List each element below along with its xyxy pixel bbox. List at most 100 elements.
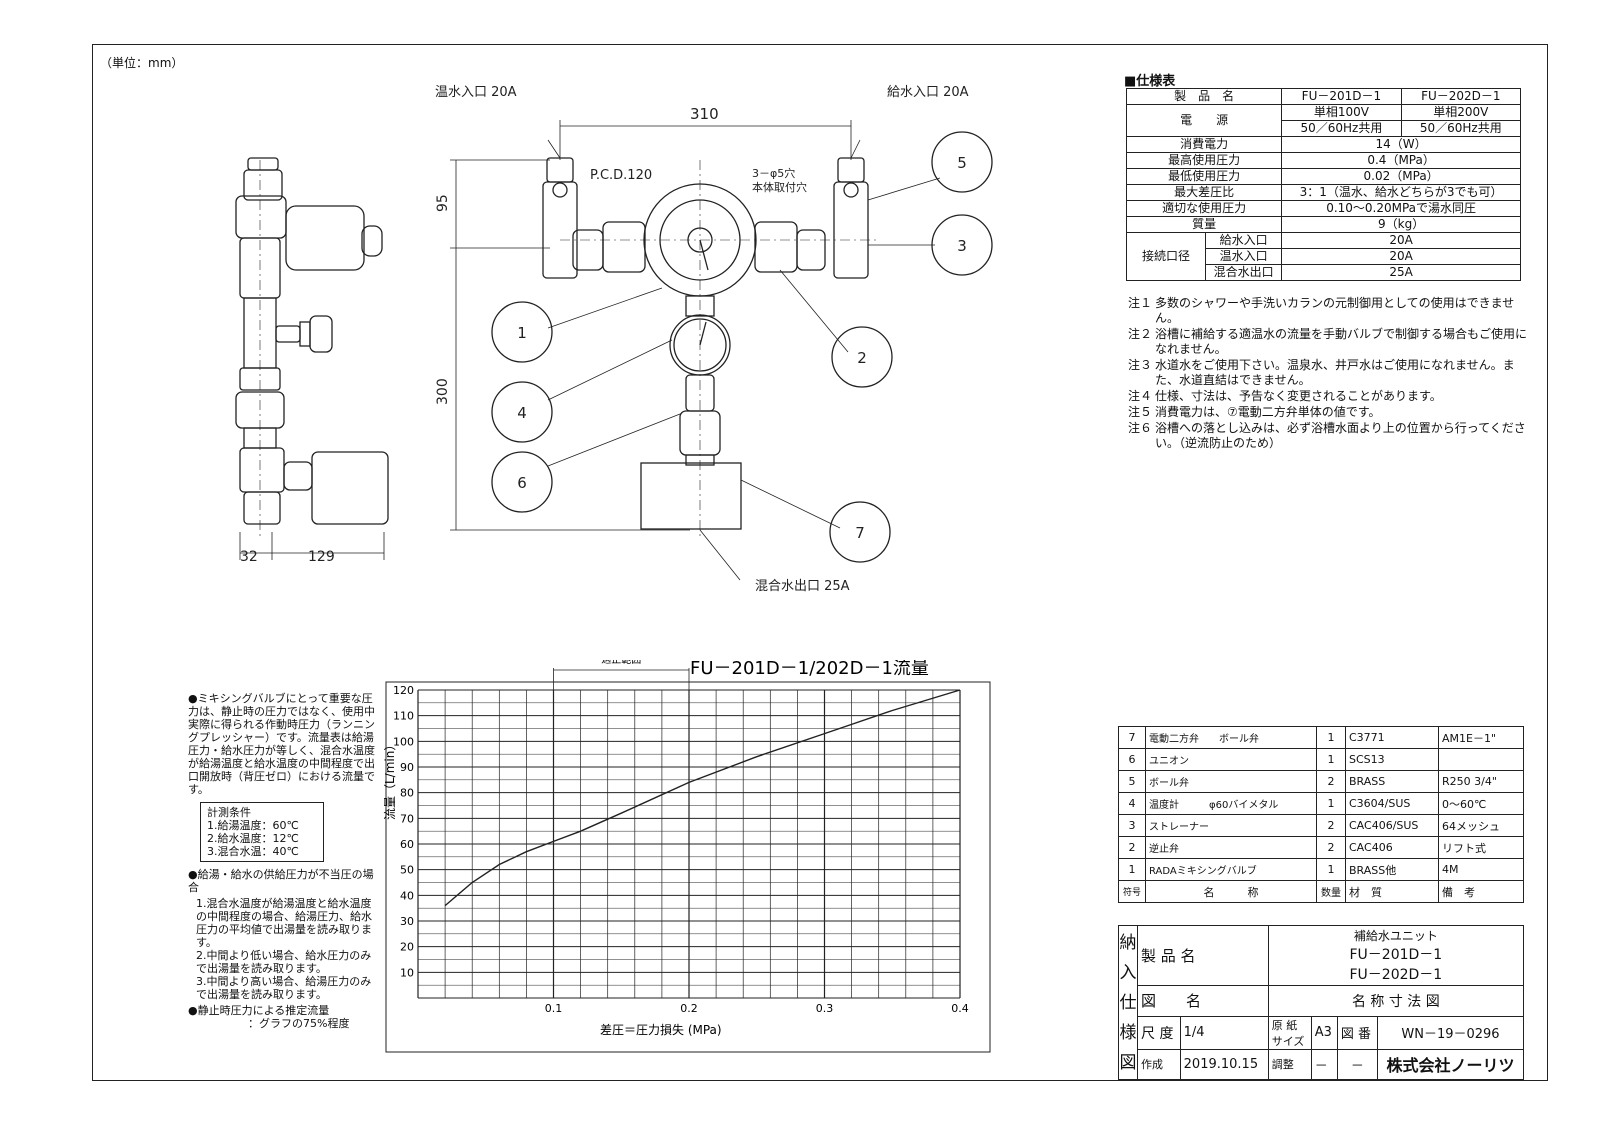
- parts-name-cell: ボール弁: [1145, 770, 1317, 793]
- parts-qty-cell: 2: [1316, 770, 1346, 793]
- flow-note-item: 1.混合水温度が給湯温度と給水温度の中間程度の場合、給湯圧力、給水圧力の平均値で…: [196, 897, 372, 949]
- parts-mat-cell: C3604/SUS: [1345, 792, 1439, 815]
- scale-label: 尺 度: [1137, 1015, 1181, 1050]
- spec-row-label: 適切な使用圧力: [1125, 200, 1283, 217]
- cond-item: 2.給水温度：12℃: [207, 832, 299, 845]
- product-model-1: FU－201D－1: [1349, 947, 1443, 964]
- parts-mat-cell: BRASS: [1345, 770, 1439, 793]
- parts-qty-cell: 1: [1316, 748, 1346, 771]
- callout-6: 6: [517, 474, 527, 492]
- product-label: 製 品 名: [1137, 924, 1269, 987]
- parts-no-cell: 7: [1118, 726, 1146, 749]
- x-tick-label: 0.3: [816, 1002, 834, 1015]
- title-block: 納入仕様図 製 品 名 補給水ユニット FU－201D－1 FU－202D－1 …: [1118, 924, 1525, 1081]
- unit-drawing: 1 2 3 4 5 6 7 温水入口 20A 給水入口 20A 混合水出口 25…: [235, 85, 993, 594]
- parts-no-cell: 5: [1118, 770, 1146, 793]
- parts-mat-cell: C3771: [1345, 726, 1439, 749]
- parts-name-cell: RADAミキシングバルブ: [1145, 858, 1317, 881]
- y-tick-label: 50: [400, 864, 414, 877]
- dim-310: 310: [690, 105, 719, 123]
- chart-ylabel: 流量（L/min）: [383, 739, 397, 820]
- flow-note-p1: ●ミキシングバルブにとって重要な圧力は、静止時の圧力ではなく、使用中実際に得られ…: [188, 692, 375, 796]
- flow-series-line: [444, 689, 961, 907]
- chart-grid: [417, 689, 961, 999]
- x-tick-label: 0.2: [680, 1002, 698, 1015]
- spec-row-label: 最低使用圧力: [1125, 168, 1283, 185]
- cond-title: 計測条件: [207, 806, 251, 819]
- x-tick-label: 0.1: [545, 1002, 563, 1015]
- parts-qty-cell: 2: [1316, 836, 1346, 859]
- adj-value: －: [1310, 1048, 1338, 1081]
- y-tick-label: 70: [400, 812, 414, 825]
- made-label: 作成: [1137, 1048, 1181, 1081]
- spec-row-value: 9（kg）: [1281, 216, 1521, 233]
- spec-conn-item: 温水入口: [1204, 248, 1283, 265]
- dim-300: 300: [435, 378, 451, 405]
- parts-no-cell: 1: [1118, 858, 1146, 881]
- parts-qty-cell: 1: [1316, 792, 1346, 815]
- side-label: 納入仕様図: [1118, 925, 1138, 1080]
- spec-row-value: 3：1（温水、給水どちらが3でも可）: [1281, 184, 1521, 201]
- spec-row-label: 質量: [1125, 216, 1283, 233]
- parts-no-cell: 6: [1118, 748, 1146, 771]
- callout-7: 7: [855, 524, 865, 542]
- product-title: 補給水ユニット: [1353, 929, 1438, 944]
- spec-product-label: 製 品 名: [1125, 88, 1283, 105]
- parts-no-cell: 4: [1118, 792, 1146, 815]
- range-bracket: 適正範囲: [553, 660, 690, 690]
- parts-note-cell: R250 3/4": [1438, 770, 1524, 793]
- spec-conn-label: 接続口径: [1126, 232, 1206, 281]
- cond-item: 1.給湯温度：60℃: [207, 819, 299, 832]
- spec-row-label: 消費電力: [1125, 136, 1283, 153]
- dim-129: 129: [308, 549, 335, 565]
- dim-95: 95: [435, 194, 451, 212]
- y-tick-label: 120: [393, 684, 414, 697]
- y-tick-label: 80: [400, 787, 414, 800]
- parts-no-cell: 3: [1118, 814, 1146, 837]
- parts-qty-cell: 1: [1316, 858, 1346, 881]
- parts-mat-cell: CAC406: [1345, 836, 1439, 859]
- flow-note-p2: ●給湯・給水の供給圧力が不当圧の場合: [188, 868, 374, 894]
- flow-note-item: 2.中間より低い場合、給水圧力のみで出湯量を読み取ります。: [196, 949, 372, 975]
- chart-xlabel: 差圧＝圧力損失 (MPa): [600, 1022, 722, 1037]
- flow-notes: ●ミキシングバルブにとって重要な圧力は、静止時の圧力ではなく、使用中実際に得られ…: [188, 692, 378, 1030]
- spec-model-1: FU－201D－1: [1281, 88, 1402, 105]
- flow-note-items: 1.混合水温度が給湯温度と給水温度の中間程度の場合、給湯圧力、給水圧力の平均値で…: [188, 897, 378, 1001]
- unit-label: （単位：mm）: [100, 56, 184, 70]
- parts-name-cell: 電動二方弁 ボール弁: [1145, 726, 1317, 749]
- parts-name-cell: ストレーナー: [1145, 814, 1317, 837]
- callout-4: 4: [517, 404, 527, 422]
- measure-conditions: 計測条件 1.給湯温度：60℃ 2.給水温度：12℃ 3.混合水温：40℃: [200, 802, 324, 862]
- y-tick-label: 40: [400, 889, 414, 902]
- flow-note-p3b: ：グラフの75%程度: [248, 1017, 350, 1030]
- parts-note-cell: リフト式: [1438, 836, 1524, 859]
- spec-row-label: 最高使用圧力: [1125, 152, 1283, 169]
- cond-item: 3.混合水温：40℃: [207, 845, 299, 858]
- parts-mat-cell: CAC406/SUS: [1345, 814, 1439, 837]
- drawing-name: 名 称 寸 法 図: [1267, 985, 1525, 1017]
- holes-sub-label: 本体取付穴: [752, 180, 807, 194]
- y-tick-label: 10: [400, 966, 414, 979]
- company-logo: 株式会社ノーリツ: [1376, 1048, 1525, 1081]
- scale-value: 1/4: [1179, 1015, 1269, 1050]
- spec-row-value: 0.10～0.20MPaで湯水同圧: [1281, 200, 1521, 217]
- adj-label: 調整: [1267, 1048, 1312, 1081]
- range-label: 適正範囲: [601, 660, 641, 666]
- spec-conn-value: 20A: [1281, 232, 1521, 249]
- y-tick-label: 110: [393, 710, 414, 723]
- parts-name-cell: ユニオン: [1145, 748, 1317, 771]
- spec-heading: ■仕様表: [1124, 74, 1176, 89]
- side-view: [235, 157, 389, 560]
- pcd-label: P.C.D.120: [590, 168, 652, 183]
- spec-conn-item: 給水入口: [1204, 232, 1283, 249]
- dim-32: 32: [240, 549, 258, 565]
- parts-note-cell: [1438, 748, 1524, 771]
